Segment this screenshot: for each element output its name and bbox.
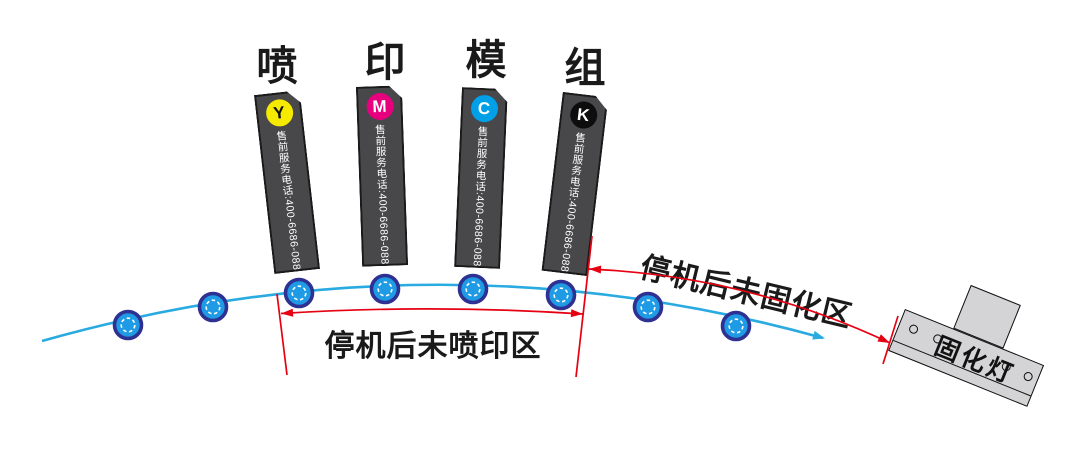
printhead-black: K 售前服务电话:400-6686-088: [542, 92, 609, 276]
service-phone-text: 售前服务电话:400-6686-088: [373, 123, 391, 265]
roller: [283, 277, 315, 309]
service-phone-text: 售前服务电话:400-6686-088: [558, 131, 587, 273]
module-title-char-4: 组: [564, 45, 606, 91]
printhead-cyan: C 售前服务电话:400-6686-088: [454, 87, 508, 269]
roller: [457, 273, 489, 305]
roller: [112, 309, 144, 341]
ink-color-badge-m: M: [366, 93, 394, 121]
service-phone-text: 售前服务电话:400-6686-088: [470, 125, 489, 267]
media-direction-arrow-icon: [812, 330, 825, 340]
ink-color-badge-c: C: [470, 94, 498, 122]
ink-color-badge-y: Y: [264, 98, 294, 128]
uncured-zone-label: 停机后未固化区: [636, 251, 856, 334]
roller: [369, 273, 401, 305]
ink-color-badge-k: K: [568, 100, 598, 130]
unprinted-zone-dimension-line: [280, 308, 584, 315]
roller: [197, 291, 229, 323]
arrowhead-icon: [281, 308, 294, 317]
arrowhead-icon: [570, 309, 583, 318]
printhead-yellow: Y 售前服务电话:400-6686-088: [254, 90, 320, 274]
roller: [720, 310, 752, 342]
module-title-char-2: 印: [364, 39, 406, 85]
unprinted-zone-label: 停机后未喷印区: [324, 330, 542, 363]
screw-hole-icon: [907, 322, 920, 335]
extension-line-unprinted-left: [276, 293, 288, 376]
service-phone-text: 售前服务电话:400-6686-088: [274, 129, 303, 271]
roller: [632, 291, 664, 323]
arrowhead-icon: [589, 265, 602, 274]
roller: [545, 279, 577, 311]
printhead-magenta: M 售前服务电话:400-6686-088: [356, 85, 408, 266]
module-title-char-3: 模: [465, 37, 507, 83]
screw-hole-icon: [1022, 370, 1034, 382]
module-title-char-1: 喷: [256, 43, 298, 89]
